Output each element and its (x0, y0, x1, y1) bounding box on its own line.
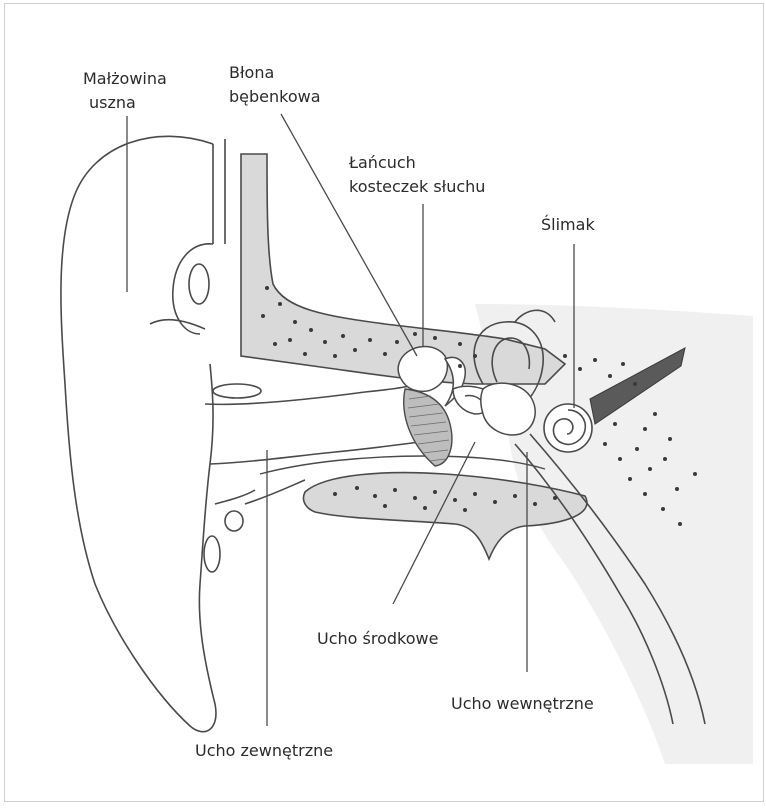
canal-cartilage-1 (225, 511, 243, 531)
auricle-upper-helix (213, 139, 225, 244)
cochlea (544, 404, 592, 452)
canal-skin-line (260, 456, 545, 474)
label-outer-ear: Ucho zewnętrzne (195, 741, 333, 760)
label-eardrum-line1: Błona (229, 63, 274, 82)
label-inner-ear: Ucho wewnętrzne (451, 694, 594, 713)
ear-anatomy-diagram: Małżowina uszna Błona bębenkowa Łańcuch … (5, 4, 763, 801)
concha-opening (213, 384, 261, 398)
eardrum (404, 389, 452, 466)
label-cochlea: Ślimak (541, 215, 595, 234)
label-ossicles-line2: kosteczek słuchu (349, 177, 485, 196)
tragus-opening (189, 264, 209, 304)
label-middle-ear: Ucho środkowe (317, 629, 438, 648)
canal-cartilage-2 (204, 536, 220, 572)
ossicle-malleus (398, 347, 447, 392)
label-ossicles-line1: Łańcuch (348, 153, 416, 172)
diagram-frame: Małżowina uszna Błona bębenkowa Łańcuch … (4, 3, 764, 802)
label-auricle-line2: uszna (89, 93, 136, 112)
label-eardrum-line2: bębenkowa (229, 87, 321, 106)
auricle-inner-fold (150, 244, 213, 334)
ear-canal-upper-wall (205, 386, 409, 404)
auricle-outline (61, 136, 216, 731)
label-auricle-line1: Małżowina (83, 69, 167, 88)
